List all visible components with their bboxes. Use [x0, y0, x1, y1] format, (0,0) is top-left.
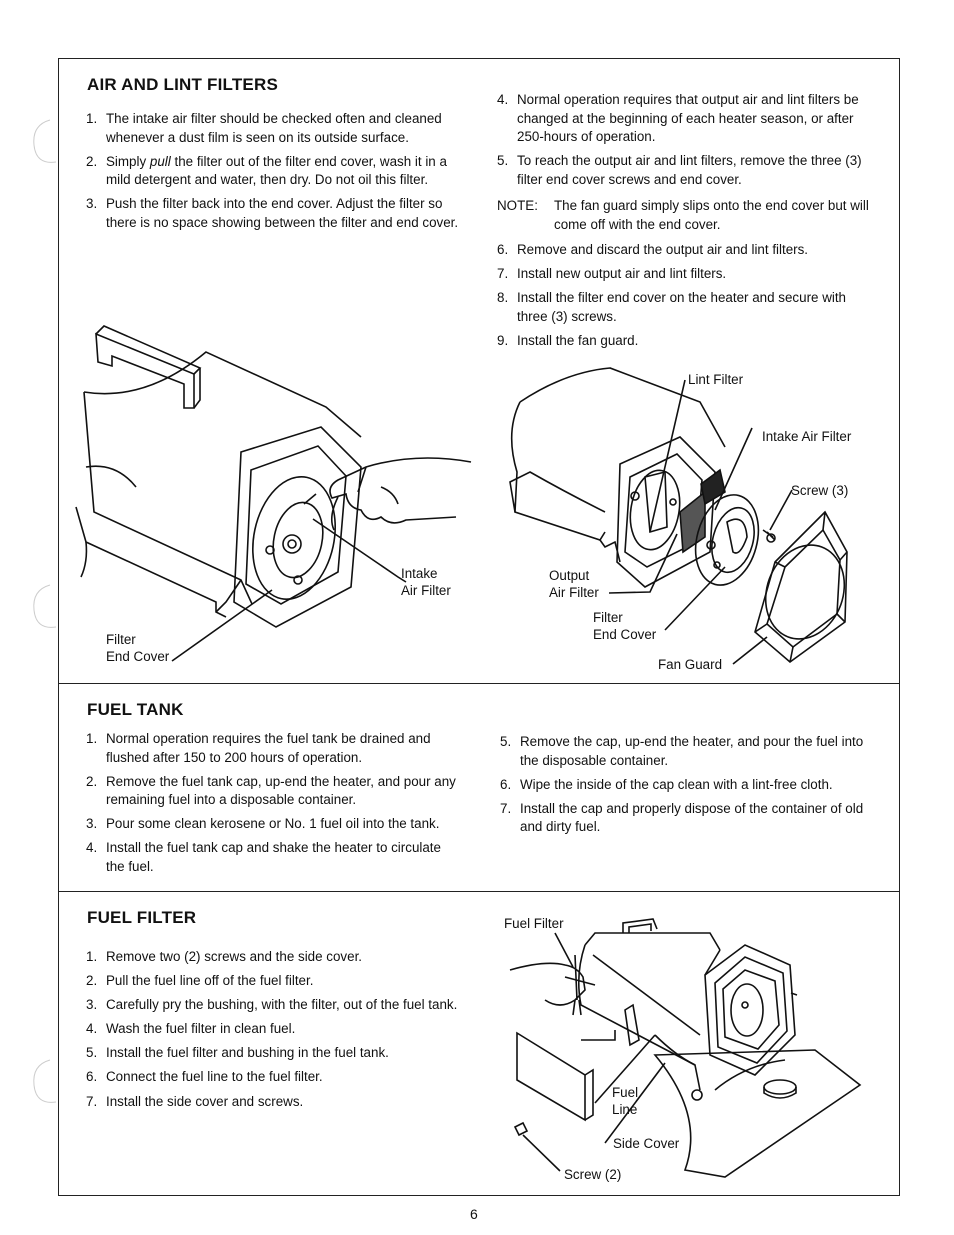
list-item: 5.Remove the cap, up-end the heater, and…: [500, 734, 864, 768]
fuel-tank-right-steps: 5.Remove the cap, up-end the heater, and…: [500, 733, 878, 842]
list-item: 7.Install the cap and properly dispose o…: [500, 800, 864, 835]
air-lint-right-steps-b: 6.Remove and discard the output air and …: [497, 241, 875, 356]
list-item: 4.Normal operation requires that output …: [497, 92, 859, 145]
fig2-filter-end-cover-label: Filter End Cover: [593, 610, 657, 642]
list-item: 6.Remove and discard the output air and …: [497, 242, 809, 257]
fig2-lint-filter-label: Lint Filter: [688, 372, 744, 387]
list-item: 1.Normal operation requires the fuel tan…: [86, 731, 431, 765]
list-item: 7.Install the side cover and screws.: [86, 1093, 304, 1109]
page-frame: [58, 58, 900, 1196]
fig2-intake-air-filter-label: Intake Air Filter: [762, 429, 852, 444]
list-item: 2.Simply pull the filter out of the filt…: [86, 153, 447, 188]
fig3-fuel-line-label: Fuel Line: [612, 1085, 639, 1117]
list-item: 4.Install the fuel tank cap and shake th…: [86, 840, 441, 875]
list-item: 9.Install the fan guard.: [497, 332, 639, 348]
list-item: 2.Pull the fuel line off of the fuel fil…: [86, 973, 314, 989]
air-lint-left-steps: 1.The intake air filter should be checke…: [86, 110, 462, 238]
fig1-intake-air-filter-label: Intake Air Filter: [401, 566, 451, 598]
list-item: 2.Remove the fuel tank cap, up-end the h…: [86, 773, 456, 808]
fuel-tank-heading: FUEL TANK: [87, 700, 184, 719]
list-item: 4.Wash the fuel filter in clean fuel.: [86, 1021, 296, 1037]
heater-end-illustration: [76, 312, 476, 662]
binder-hole-marks: [33, 119, 57, 1103]
fig2-output-air-filter-label: Output Air Filter: [549, 568, 599, 600]
fuel-filter-illustration: [505, 915, 875, 1190]
list-item: 6.Connect the fuel line to the fuel filt…: [86, 1069, 323, 1085]
air-lint-heading: AIR AND LINT FILTERS: [87, 75, 278, 94]
list-item: 3.Pour some clean kerosene or No. 1 fuel…: [86, 816, 440, 832]
fig3-screw-label: Screw (2): [564, 1167, 622, 1182]
fuel-tank-left-steps: 1.Normal operation requires the fuel tan…: [86, 730, 462, 882]
note-text: The fan guard simply slips onto the end …: [554, 198, 869, 232]
fig3-side-cover-label: Side Cover: [613, 1136, 680, 1151]
list-item: 5.To reach the output air and lint filte…: [497, 153, 862, 187]
air-lint-right-steps-a: 4.Normal operation requires that output …: [497, 91, 875, 195]
fan-guard-note: NOTE: The fan guard simply slips onto th…: [497, 197, 875, 234]
note-label: NOTE:: [497, 198, 538, 213]
page-number: 6: [470, 1206, 478, 1222]
fig2-screw-label: Screw (3): [791, 483, 849, 498]
fig2-fan-guard-label: Fan Guard: [658, 657, 723, 672]
fig3-fuel-filter-label: Fuel Filter: [504, 916, 564, 931]
fuel-filter-heading: FUEL FILTER: [87, 908, 197, 927]
list-item: 6.Wipe the inside of the cap clean with …: [500, 776, 833, 792]
list-item: 1.The intake air filter should be checke…: [86, 111, 442, 145]
list-item: 8.Install the filter end cover on the he…: [497, 290, 847, 324]
list-item: 1.Remove two (2) screws and the side cov…: [86, 949, 363, 964]
exploded-filter-illustration: [505, 362, 865, 672]
list-item: 5.Install the fuel filter and bushing in…: [86, 1045, 389, 1061]
list-item: 3.Carefully pry the bushing, with the fi…: [86, 997, 458, 1013]
fig1-filter-end-cover-label: Filter End Cover: [106, 632, 170, 664]
fuel-filter-steps: 1.Remove two (2) screws and the side cov…: [86, 948, 462, 1117]
section-divider-1: [58, 683, 900, 684]
section-divider-2: [58, 891, 900, 892]
list-item: 7.Install new output air and lint filter…: [497, 266, 727, 282]
list-item: 3.Push the filter back into the end cove…: [86, 196, 459, 230]
